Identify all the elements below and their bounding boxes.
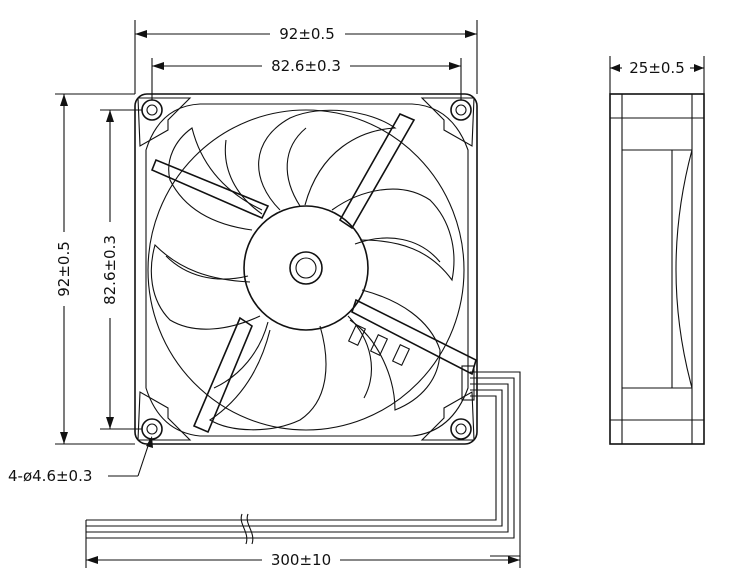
dimension-lines bbox=[55, 20, 705, 568]
motor-hub bbox=[243, 205, 369, 331]
frame-height-label: 92±0.5 bbox=[55, 241, 73, 297]
cable-length-label: 300±10 bbox=[271, 551, 331, 569]
fan-blades bbox=[150, 109, 455, 431]
hole-spacing-height-label: 82.6±0.3 bbox=[101, 235, 119, 305]
frame-outline bbox=[134, 93, 478, 445]
venturi-ring bbox=[145, 103, 469, 437]
frame-width-label: 92±0.5 bbox=[279, 25, 335, 43]
dimension-labels: 92±0.5 82.6±0.3 92±0.5 82.6±0.3 25±0.5 4… bbox=[8, 25, 685, 569]
thickness-label: 25±0.5 bbox=[629, 59, 685, 77]
fan-side-view bbox=[609, 93, 705, 445]
support-struts bbox=[150, 112, 477, 434]
fan-front-view bbox=[134, 93, 478, 445]
blade-sweep-ring bbox=[147, 109, 465, 431]
mounting-holes bbox=[141, 99, 472, 440]
lead-wires bbox=[86, 365, 521, 557]
cable-clips bbox=[347, 323, 411, 367]
side-outline bbox=[609, 93, 705, 445]
hole-spacing-width-label: 82.6±0.3 bbox=[271, 57, 341, 75]
mount-holes-label: 4-ø4.6±0.3 bbox=[8, 467, 92, 485]
